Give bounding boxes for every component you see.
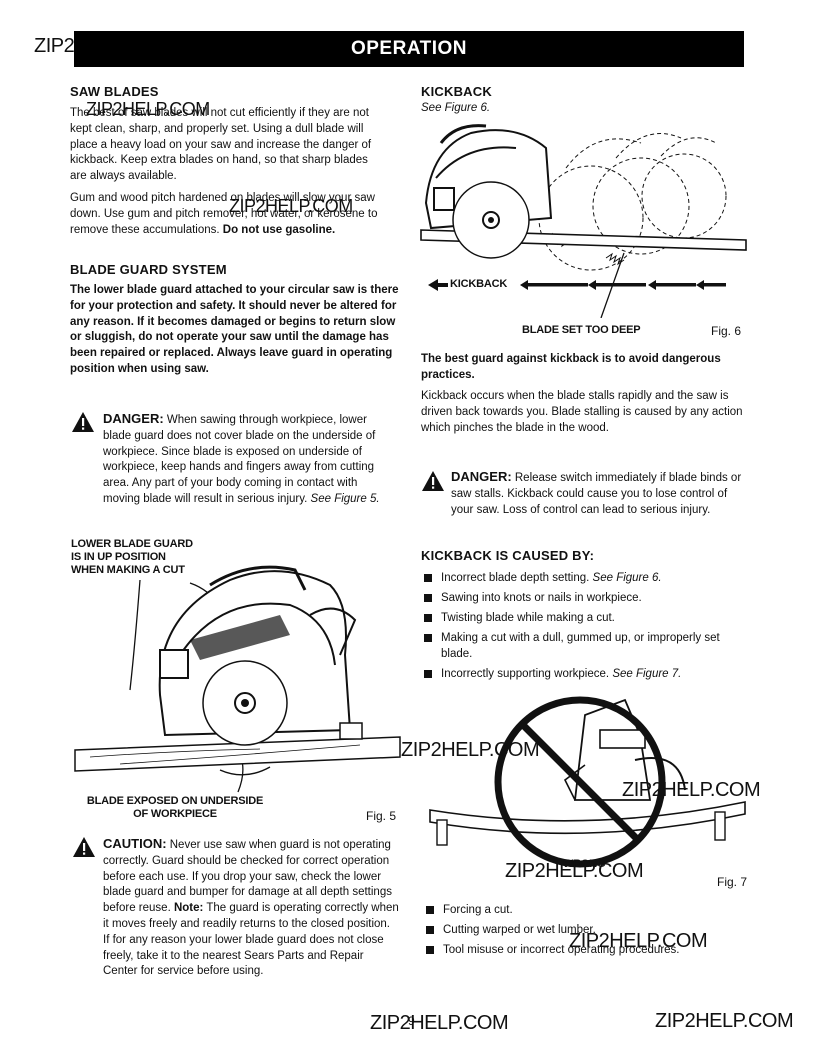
warning-triangle-icon (71, 411, 95, 433)
blade-guard-heading: BLADE GUARD SYSTEM (70, 262, 227, 277)
watermark-2: ZIP2HELP.COM (229, 196, 353, 216)
page-number: 9 (408, 1014, 415, 1028)
caution-text: CAUTION: Never use saw when guard is not… (103, 836, 399, 978)
no-gasoline-warning: Do not use gasoline. (222, 223, 336, 236)
list-item: Making a cut with a dull, gummed up, or … (423, 630, 753, 662)
fig6-kickback-label: KICKBACK (448, 278, 510, 291)
watermark-header: ZIP2 (34, 35, 75, 57)
fig7-wrong-support-illustration (425, 690, 755, 890)
kickback-arrow-icon (428, 278, 728, 292)
danger-2-text: DANGER: Release switch immediately if bl… (451, 469, 742, 516)
warning-triangle-icon-2 (421, 470, 445, 492)
fig7-label: Fig. 7 (717, 875, 748, 889)
fig6-blade-label: BLADE SET TOO DEEP (522, 324, 641, 336)
list-item: Incorrectly supporting workpiece. See Fi… (423, 666, 753, 682)
fig5-top-label: LOWER BLADE GUARD IS IN UP POSITION WHEN… (71, 538, 193, 576)
list-item: Twisting blade while making a cut. (423, 610, 753, 626)
page-title: OPERATION (74, 31, 744, 67)
kickback-heading: KICKBACK (421, 84, 492, 99)
list-item: Tool misuse or incorrect operating proce… (425, 942, 755, 958)
watermark-6: ZIP2HELP.COM (569, 930, 708, 952)
more-causes-list: Forcing a cut. Cutting warped or wet lum… (425, 902, 755, 962)
list-item: Cutting warped or wet lumber. (425, 922, 755, 938)
caused-by-heading: KICKBACK IS CAUSED BY: (421, 548, 595, 563)
fig6-label: Fig. 6 (711, 324, 742, 338)
fig5-circular-saw-illustration (60, 545, 410, 815)
caused-by-list: Incorrect blade depth setting. See Figur… (423, 570, 753, 686)
saw-blades-heading: SAW BLADES (70, 84, 159, 99)
list-item: Forcing a cut. (425, 902, 755, 918)
watermark-8: ZIP2HELP.COM (655, 1010, 794, 1032)
fig5-bottom-label: BLADE EXPOSED ON UNDERSIDE OF WORKPIECE (86, 795, 264, 820)
saw-blades-paragraph-1: The best of saw blades will not cut effi… (70, 107, 372, 183)
watermark-5: ZIP2HELP.COM (505, 860, 644, 882)
danger-1-text: DANGER: When sawing through workpiece, l… (103, 411, 380, 505)
list-item: Incorrect blade depth setting. See Figur… (423, 570, 753, 586)
fig5-label: Fig. 5 (366, 809, 397, 823)
watermark-7: ZIP2HELP.COM (370, 1012, 509, 1034)
watermark-1: ZIP2HELP.COM (86, 99, 210, 119)
list-item: Sawing into knots or nails in workpiece. (423, 590, 753, 606)
saw-blades-paragraph-2: Gum and wood pitch hardened on blades wi… (70, 192, 378, 236)
kickback-description: Kickback occurs when the blade stalls ra… (421, 390, 743, 434)
blade-guard-text: The lower blade guard attached to your c… (70, 284, 399, 375)
fig6-kickback-illustration (416, 118, 751, 318)
best-guard-text: The best guard against kickback is to av… (421, 353, 721, 381)
fig7-wrong-label: WRONG (563, 858, 606, 870)
watermark-4: ZIP2HELP.COM (622, 779, 761, 801)
watermark-3: ZIP2HELP.COM (401, 739, 540, 761)
caution-triangle-icon (72, 836, 96, 858)
kickback-figure-ref: See Figure 6. (421, 102, 491, 114)
